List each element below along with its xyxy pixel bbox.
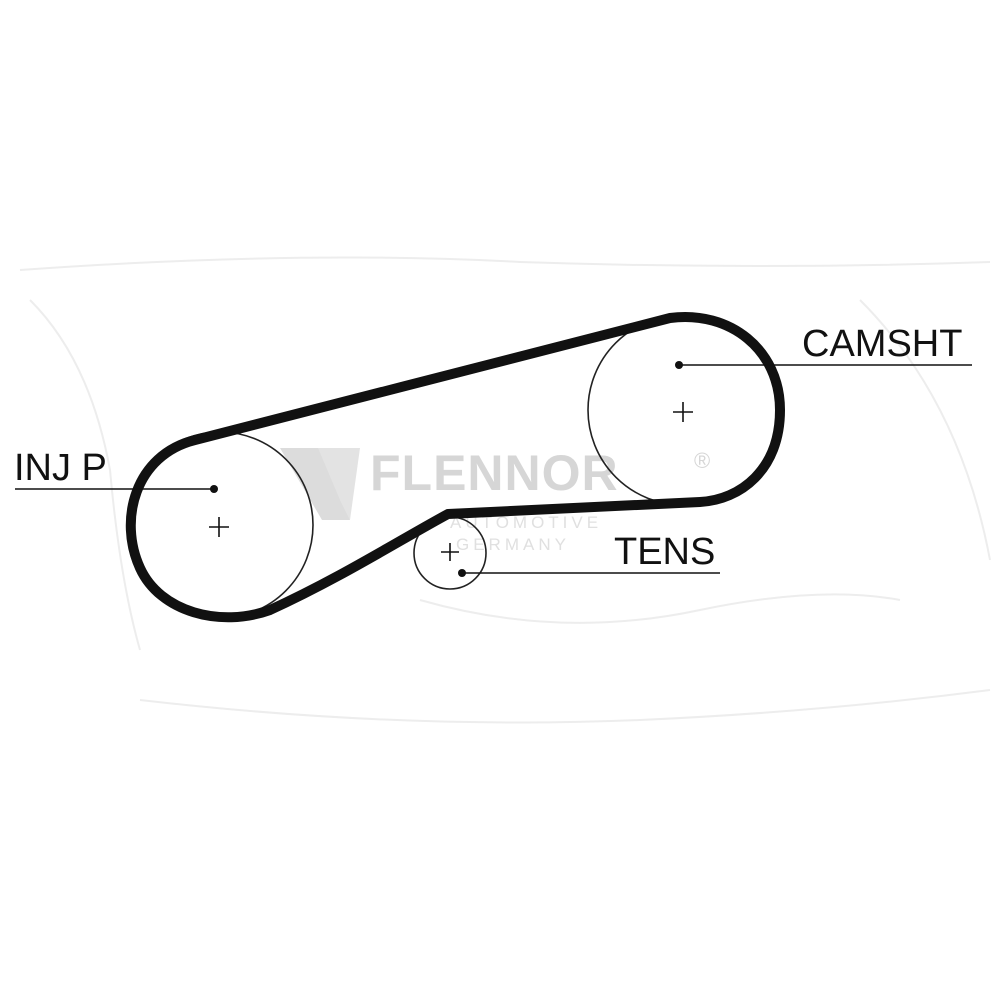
- watermark-logo-mark: [280, 448, 350, 520]
- injection-pump-center-cross: [209, 517, 229, 537]
- tensioner-leader-dot: [458, 569, 466, 577]
- watermark-line2: GERMANY: [456, 535, 570, 554]
- watermark-brand: FLENNOR: [370, 445, 619, 501]
- tensioner-center-cross: [441, 543, 459, 561]
- injection-pump-label: INJ P: [14, 447, 107, 489]
- flennor-watermark: FLENNOR ® AUTOMOTIVE GERMANY: [280, 445, 710, 554]
- watermark-logo-mark-2: [318, 448, 360, 520]
- camshaft-leader-dot: [675, 361, 683, 369]
- injection-pump-leader-dot: [210, 485, 218, 493]
- watermark-line1: AUTOMOTIVE: [450, 513, 602, 532]
- background-engine-sketch: [19, 256, 991, 724]
- watermark-registered-mark: ®: [694, 448, 710, 473]
- camshaft-center-cross: [673, 402, 693, 422]
- timing-belt: [125, 312, 785, 623]
- camshaft-label: CAMSHT: [802, 323, 962, 365]
- tensioner-label: TENS: [614, 531, 715, 573]
